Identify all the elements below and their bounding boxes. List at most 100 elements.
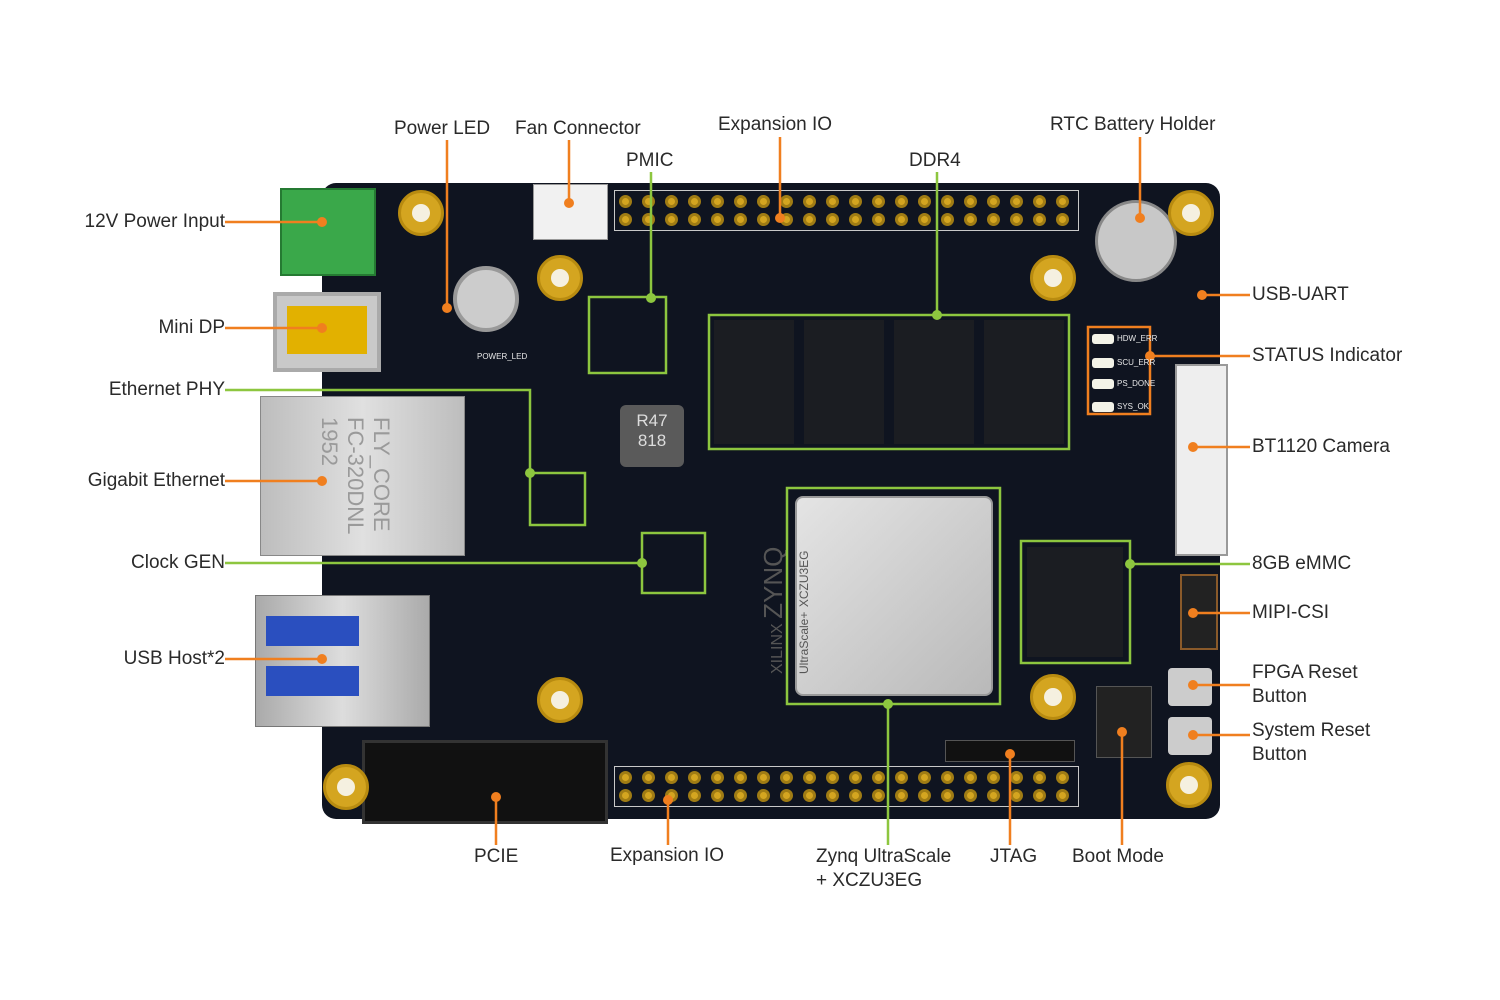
header-pin [665,195,678,208]
header-pin [895,195,908,208]
header-pin [665,213,678,226]
header-pin [803,195,816,208]
header-pin [734,771,747,784]
header-pin [1033,195,1046,208]
header-pin [688,213,701,226]
header-pin [780,195,793,208]
header-pin [1056,789,1069,802]
label-power-led: Power LED [394,118,491,139]
header-pin [757,789,770,802]
header-pin [895,213,908,226]
label-pcie: PCIE [474,846,519,867]
header-pin [987,771,1000,784]
header-pin [1056,195,1069,208]
ddr4-chip [984,320,1064,444]
boot-dip-switch [1096,686,1152,758]
header-pin [619,789,632,802]
label-expansion-io-top: Expansion IO [718,114,833,135]
header-pin [734,213,747,226]
header-pin [918,789,931,802]
header-pin [803,789,816,802]
header-pin [803,213,816,226]
header-pin [964,789,977,802]
label-zynq: Zynq UltraScale+ XCZU3EG [816,846,952,891]
header-pin [665,771,678,784]
header-pin [711,213,724,226]
header-pin [826,195,839,208]
label-emmc: 8GB eMMC [1252,553,1352,574]
label-usb-uart: USB-UART [1252,284,1349,305]
header-pin [619,771,632,784]
header-pin [803,771,816,784]
header-pin [711,771,724,784]
header-pin [918,213,931,226]
mounting-hole [537,677,583,723]
header-pin [688,771,701,784]
header-pin [1010,195,1023,208]
capacitor [453,266,519,332]
power-led-silkscreen: POWER_LED [477,352,528,361]
header-pin [1033,213,1046,226]
expansion-header-top [614,190,1079,231]
header-pin [688,789,701,802]
header-pin [872,789,885,802]
status-led-label: SCU_ERR [1117,358,1156,367]
header-pin [849,789,862,802]
header-pin [688,195,701,208]
label-mini-dp: Mini DP [158,317,225,338]
label-pmic: PMIC [626,150,674,171]
label-clock-gen: Clock GEN [131,552,225,573]
label-rtc-battery-holder: RTC Battery Holder [1050,114,1216,135]
header-pin [941,195,954,208]
eth-jack-marking: FLY_CORE FC-320DNL 1952 [317,417,394,534]
header-pin [780,789,793,802]
header-pin [964,213,977,226]
header-pin [780,771,793,784]
label-usb-host: USB Host*2 [123,648,225,669]
label-jtag: JTAG [990,846,1038,867]
header-pin [872,771,885,784]
header-pin [941,789,954,802]
header-pin [826,213,839,226]
mounting-hole [398,190,444,236]
header-pin [1056,213,1069,226]
header-pin [734,789,747,802]
header-pin [849,213,862,226]
mounting-hole [1030,674,1076,720]
header-pin [895,771,908,784]
status-led-scu-err [1092,358,1114,368]
label-ethernet-phy: Ethernet PHY [108,379,225,400]
status-led-hdw-err [1092,334,1114,344]
mounting-hole [1168,190,1214,236]
status-led-label: HDW_ERR [1117,334,1158,343]
inductor: R47 818 [620,405,684,467]
emmc-chip [1027,547,1123,657]
header-pin [1056,771,1069,784]
header-pin [757,771,770,784]
label-fan-connector: Fan Connector [515,118,641,139]
header-pin [964,195,977,208]
mounting-hole [1030,255,1076,301]
label-power-input: 12V Power Input [84,211,225,232]
rtc-battery-holder [1095,200,1177,282]
label-ddr4: DDR4 [909,150,961,171]
header-pin [1010,771,1023,784]
label-expansion-io-bottom: Expansion IO [610,845,725,866]
mounting-hole [323,764,369,810]
header-pin [895,789,908,802]
ddr4-chip [714,320,794,444]
header-pin [619,213,632,226]
label-status-indicator: STATUS Indicator [1252,345,1403,366]
header-pin [1033,771,1046,784]
header-pin [826,771,839,784]
mounting-hole [537,255,583,301]
mini-dp-connector [273,292,381,372]
header-pin [757,195,770,208]
header-pin [757,213,770,226]
mounting-hole [1166,762,1212,808]
header-pin [1033,789,1046,802]
usb-host-connector [255,595,430,727]
